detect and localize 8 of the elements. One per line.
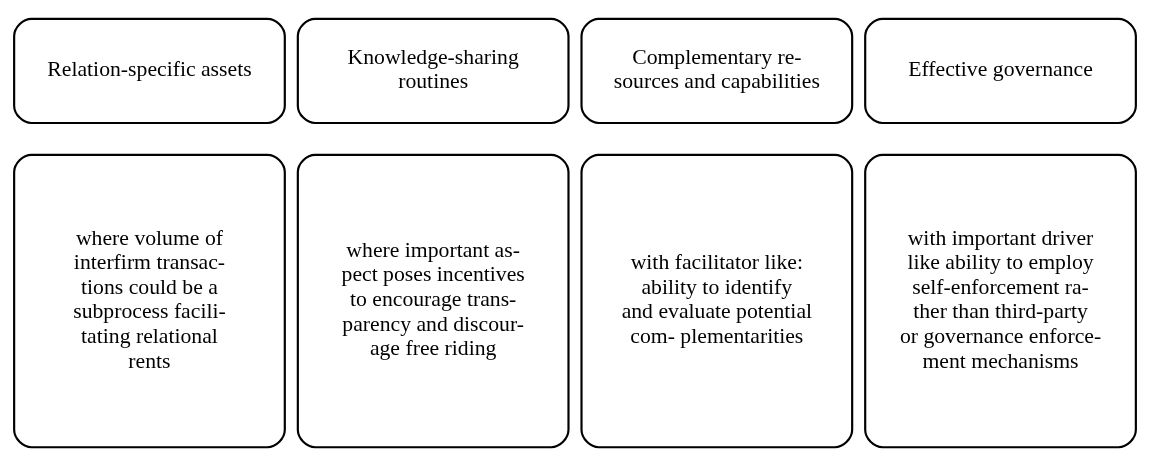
node-box: with important driver like ability to employ self-enforcement ra- ther than third-party or governance enforce- ment mechanisms <box>864 153 1137 449</box>
node-box: Effective governance <box>864 17 1137 125</box>
node-box: with facilitator like: ability to identify and evaluate potential com- plementarities <box>580 153 854 449</box>
node-box: Knowledge-sharing routines <box>296 17 570 125</box>
node-box: Complementary re- sources and capabilities <box>580 17 854 125</box>
node-box: Relation-specific assets <box>13 17 286 125</box>
node-box: where important as- pect poses incentives to encourage trans- parency and discour- age free riding <box>296 153 570 449</box>
node-box: where volume of interfirm transac- tions could be a subprocess facili- tating relational rents <box>13 153 286 449</box>
